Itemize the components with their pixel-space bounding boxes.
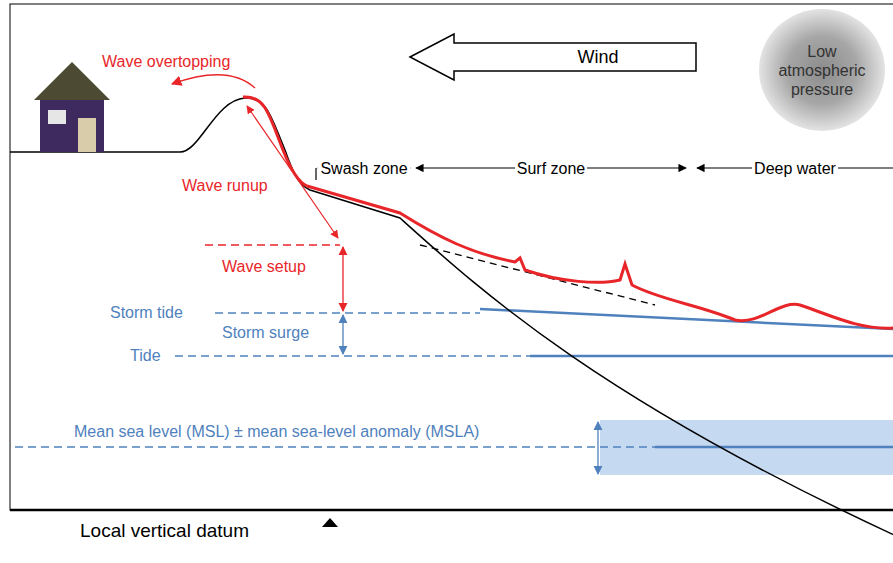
setup-dashed [205,244,340,246]
house-door [78,118,96,152]
storm-tide-line [480,309,893,329]
pressure-circle: Low atmospheric pressure [758,8,886,132]
arrow-shape [410,34,696,80]
tide-line [530,355,893,358]
node-outline [408,32,698,82]
zone-tick [315,168,316,180]
setup-arrow [342,247,343,311]
diagram-label: Mean sea level (MSL) ± mean sea-level an… [72,422,481,441]
runup-line [243,97,307,186]
msl-line [655,446,893,449]
overtopping-arrow [172,75,255,88]
diagram-label: Storm surge [220,323,311,342]
house-body [40,100,104,152]
diagram-label: Storm tide [108,303,185,322]
storm-tide-dashed [215,312,480,314]
ground-profile [10,98,893,540]
diagram-label: Swash zone [318,159,409,178]
msl-dashed [15,446,655,448]
diagram-label: Surf zone [515,159,587,178]
frame [10,4,893,510]
msla-arrow [597,422,598,474]
wave-surface [307,186,893,328]
pressure-label: Low atmospheric pressure [772,42,872,99]
diagram-label: Deep water [752,159,838,178]
diagram-label: Wave runup [180,176,270,195]
datum-marker [322,518,338,527]
wind-label: Wind [577,46,618,68]
diagram-label: Wave setup [220,257,308,276]
diagram-label: Tide [128,346,163,365]
wind-arrow: Wind [408,32,698,82]
house-window [48,110,66,124]
diagram-label: Local vertical datum [78,520,251,542]
pressure-disc [759,9,885,131]
datum-line [10,509,893,512]
house-roof [34,62,110,100]
storm-surge-arrow [342,315,343,354]
diagram-label: Wave overtopping [100,52,232,71]
tide-dashed [175,355,530,357]
